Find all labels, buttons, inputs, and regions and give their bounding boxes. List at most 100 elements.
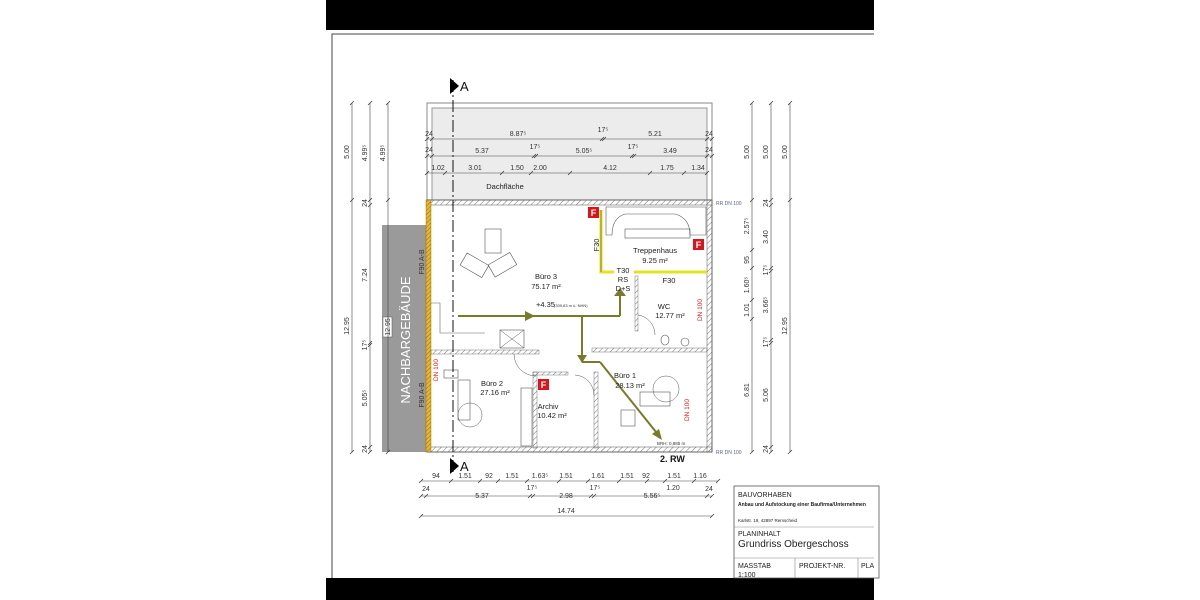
dimension-label: 12.95 xyxy=(782,317,789,335)
dimension-label: 24 xyxy=(425,147,433,154)
dimension-label: 3.40 xyxy=(763,230,770,244)
dimension-label: 24 xyxy=(425,131,433,138)
dimension-tick xyxy=(768,202,774,208)
height-marker-nhn: (339,83 m ü. NHN) xyxy=(554,303,588,308)
dimension-tick xyxy=(591,493,597,499)
dimension-label: 5.00 xyxy=(744,145,751,159)
dimension-label: 17⁵ xyxy=(763,265,770,276)
dimension-tick xyxy=(749,100,755,106)
fire-wall-label: F90 A-B xyxy=(419,382,426,408)
dimension-label: 5.05⁵ xyxy=(362,390,369,407)
dimension-label: 1.75 xyxy=(660,165,674,172)
dimension-tick xyxy=(429,136,435,142)
fire-extinguisher-icon: F xyxy=(588,207,599,218)
dimension-tick xyxy=(367,449,373,455)
room-name: Treppenhaus xyxy=(633,246,677,255)
dimension-tick xyxy=(749,247,755,253)
door-label-rs: RS xyxy=(618,275,628,284)
height-marker: +4.35 xyxy=(536,300,555,309)
dimension-tick xyxy=(662,478,668,484)
dimension-label: 5.21 xyxy=(648,131,662,138)
dimension-tick xyxy=(787,100,793,106)
dimension-tick xyxy=(349,197,355,203)
dimension-label: 2.57⁵ xyxy=(744,218,751,235)
drain-label: DN 100 xyxy=(697,299,704,321)
dimension-tick xyxy=(599,136,605,142)
dimension-label: 4.12 xyxy=(603,165,617,172)
dimension-tick xyxy=(499,170,505,176)
dimension-tick xyxy=(367,444,373,450)
room-area: 75.17 m² xyxy=(531,282,561,291)
room-area: 9.25 m² xyxy=(642,256,668,265)
dimension-tick xyxy=(715,478,721,484)
dimension-label: 2.98 xyxy=(559,493,573,500)
neighbor-building: NACHBARGEBÄUDE F90 A-B F90 A-B 12.95 xyxy=(382,225,427,452)
dimension-tick xyxy=(367,197,373,203)
dimension-tick xyxy=(749,449,755,455)
room-labels: Büro 3 75.17 m² Treppenhaus 9.25 m² WC 1… xyxy=(433,201,742,464)
dimension-tick xyxy=(423,493,429,499)
door-label-f30: F30 xyxy=(663,276,676,285)
project-address: Karlstr. 19, 42897 Remscheid xyxy=(738,518,798,523)
dimension-label: 1.63⁵ xyxy=(532,473,549,480)
dimension-tick xyxy=(567,170,573,176)
dimension-tick xyxy=(601,136,607,142)
dimension-tick xyxy=(448,478,454,484)
dimension-tick xyxy=(418,478,424,484)
door-label-t30: T30 xyxy=(617,266,630,275)
dimension-tick xyxy=(768,340,774,346)
dimension-tick xyxy=(367,100,373,106)
room-name: Büro 3 xyxy=(535,272,557,281)
dimension-tick xyxy=(631,153,637,159)
dimension-label: 5.56⁵ xyxy=(644,493,661,500)
escape-route-label: 2. RW xyxy=(660,454,685,464)
dimension-tick xyxy=(477,478,483,484)
dimension-label: 17⁵ xyxy=(763,337,770,348)
drain-label: DN 100 xyxy=(684,399,691,421)
dimension-label: 94 xyxy=(432,473,440,480)
top-black-bar xyxy=(326,0,874,30)
dimension-tick xyxy=(531,153,537,159)
dimension-label: 1.51 xyxy=(620,473,634,480)
dimension-label: 2.00 xyxy=(533,165,547,172)
dimension-label: 17⁵ xyxy=(530,144,541,151)
dimension-tick xyxy=(424,136,430,142)
room-name: Archiv xyxy=(538,402,559,411)
drain-label: DN 100 xyxy=(433,359,440,381)
dimension-tick xyxy=(709,513,715,519)
dimension-label: 3.01 xyxy=(468,165,482,172)
dimension-tick xyxy=(709,493,715,499)
project-number-label: PROJEKT-NR. xyxy=(799,563,845,570)
dimension-tick xyxy=(644,478,650,484)
plan-number-label: PLA xyxy=(861,563,875,570)
dimension-label: 5.06 xyxy=(763,388,770,402)
dimension-label: 1.50 xyxy=(510,165,524,172)
dimension-tick xyxy=(424,170,430,176)
building-walls xyxy=(425,199,713,453)
dimension-tick xyxy=(530,493,536,499)
dimension-label: 6.81 xyxy=(744,383,751,397)
dimension-tick xyxy=(691,478,697,484)
dimension-label: 5.00 xyxy=(344,145,351,159)
project-name: Anbau und Aufstockung einer Baufirma/Unt… xyxy=(738,502,866,508)
dimension-tick xyxy=(768,100,774,106)
dimension-tick xyxy=(768,449,774,455)
dimension-tick xyxy=(704,493,710,499)
dimension-label: 92 xyxy=(485,473,493,480)
dimension-label: 17⁵ xyxy=(590,485,601,492)
section-marker-bottom: A xyxy=(460,459,469,474)
dimension-label: 3.49 xyxy=(663,148,677,155)
dimension-tick xyxy=(349,449,355,455)
dimension-label: 24 xyxy=(705,486,713,493)
dimension-tick xyxy=(749,197,755,203)
dimension-tick xyxy=(533,153,539,159)
dimension-tick xyxy=(704,136,710,142)
dimension-label: 24 xyxy=(362,445,369,453)
room-area: 12.77 m² xyxy=(655,311,685,320)
dimension-tick xyxy=(528,170,534,176)
svg-text:F: F xyxy=(696,240,702,250)
dimension-label: 17⁵ xyxy=(598,127,609,134)
dimension-tick xyxy=(495,478,501,484)
